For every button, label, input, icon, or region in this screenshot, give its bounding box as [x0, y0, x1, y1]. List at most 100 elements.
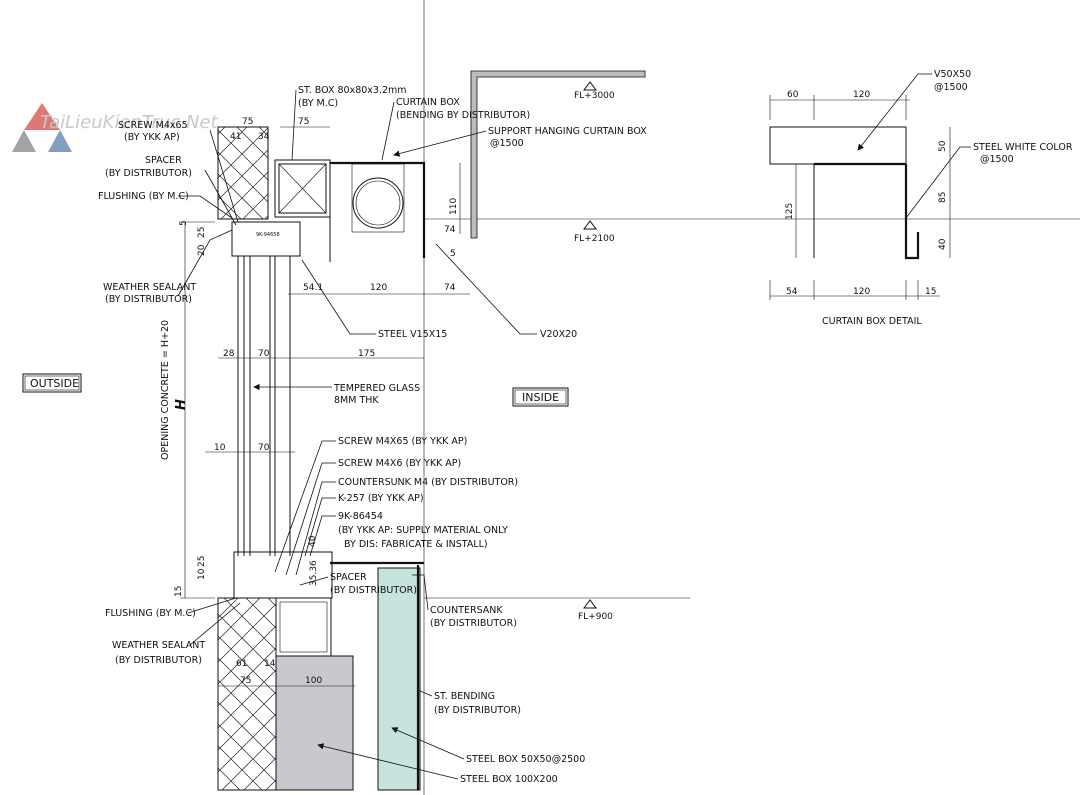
detail-dim-120-bot: 120 — [853, 287, 870, 297]
st-bending-by: (BY DISTRIBUTOR) — [434, 705, 521, 716]
flushing-bot-label: FLUSHING (BY M.C) — [105, 608, 196, 619]
dim-75a: 75 — [242, 117, 253, 127]
steel-box-50-label: STEEL BOX 50X50@2500 — [466, 754, 585, 765]
spacer-bot-label: SPACER — [330, 572, 367, 583]
steel-box-100-fill — [275, 655, 354, 791]
leader-countersank — [412, 574, 429, 611]
detail-title: CURTAIN BOX DETAIL — [822, 316, 922, 327]
window-frame — [237, 256, 291, 556]
dim-175: 175 — [358, 349, 375, 359]
opening-label: OPENING CONCRETE = H+20 — [160, 320, 171, 460]
dim-28: 28 — [223, 349, 235, 359]
ceiling-slab — [470, 70, 646, 239]
dim-35-36: 35.36 — [309, 560, 319, 586]
leader-screw-top — [209, 129, 239, 223]
lower-wall-hatch — [217, 597, 277, 791]
st-box-by: (BY M.C) — [298, 98, 338, 109]
dim-61: 61 — [236, 659, 247, 669]
st-bending-label: ST. BENDING — [434, 691, 495, 702]
level-fl-3000: FL+3000 — [574, 91, 615, 101]
leader-flushing-bot — [187, 597, 237, 614]
countersunk-label: COUNTERSUNK M4 (BY DISTRIBUTOR) — [338, 477, 518, 488]
leader-support — [393, 130, 487, 157]
level-fl-900: FL+900 — [578, 612, 613, 622]
detail-dim-60: 60 — [787, 90, 799, 100]
flushing-top-label: FLUSHING (BY M.C) — [98, 191, 189, 202]
detail-dim-85: 85 — [938, 192, 948, 203]
dim-25b: 25 — [197, 556, 207, 567]
support-label: SUPPORT HANGING CURTAIN BOX — [488, 126, 647, 137]
detail-dim-120-top: 120 — [853, 90, 870, 100]
leader-weather-bot — [189, 602, 241, 646]
opening-dimension: OPENING CONCRETE = H+20 H — [160, 221, 215, 599]
dim-34: 34 — [258, 132, 270, 142]
curtain-box-label: CURTAIN BOX — [396, 97, 460, 108]
leader-st-bending — [417, 689, 433, 697]
dim-74a: 74 — [444, 225, 456, 235]
leader-steel-box-50 — [391, 727, 465, 760]
dim-15: 15 — [174, 586, 184, 597]
dim-74b: 74 — [444, 283, 456, 293]
watermark-logo: TaiLieuKienTruc.Net — [12, 103, 218, 152]
dim-70b: 70 — [258, 443, 270, 453]
k9-label: 9K-86454 — [338, 511, 383, 522]
leader-st-box — [291, 89, 297, 161]
leader-v20 — [435, 243, 537, 335]
detail-v50-at: @1500 — [934, 82, 968, 93]
dim-75b: 75 — [298, 117, 309, 127]
weather-bot-label: WEATHER SEALANT — [112, 640, 205, 651]
level-marker-900: FL+900 — [578, 599, 613, 622]
support-at: @1500 — [490, 138, 524, 149]
dim-54-1: 54.1 — [303, 283, 323, 293]
st-box-label: ST. BOX 80x80x3.2mm — [298, 85, 407, 96]
dim-5: 5 — [450, 249, 456, 259]
leader-k257 — [304, 497, 336, 557]
detail-steel-white-at: @1500 — [980, 154, 1014, 165]
profile-tag: 9K-94658 — [256, 232, 280, 238]
spacer-top-label: SPACER — [145, 155, 182, 166]
leader-curtain-box — [381, 101, 395, 161]
detail-dim-40: 40 — [938, 238, 948, 250]
dim-10b: 10 — [197, 568, 207, 580]
screw-top-label: SCREW M4x65 — [118, 120, 188, 131]
spacer-top-by: (BY DISTRIBUTOR) — [105, 168, 192, 179]
leader-steel-box-100 — [317, 743, 459, 780]
tempered-thk: 8MM THK — [334, 395, 379, 406]
weather-top-by: (BY DISTRIBUTOR) — [105, 294, 192, 305]
curtain-box — [329, 161, 426, 262]
window-head: 9K-94658 — [231, 221, 301, 257]
k9-line-a: (BY YKK AP: SUPPLY MATERIAL ONLY — [338, 525, 508, 536]
curtain-box-by: (BENDING BY DISTRIBUTOR) — [396, 110, 530, 121]
leader-flushing-top — [178, 195, 233, 219]
leader-steel-v15 — [301, 259, 376, 335]
steel-v15-label: STEEL V15X15 — [378, 329, 447, 340]
outside-tag: OUTSIDE — [22, 373, 82, 393]
dim-20: 20 — [197, 244, 207, 256]
screw-top-by: (BY YKK AP) — [124, 132, 180, 143]
dim-41: 41 — [230, 132, 241, 142]
steel-box-100-label: STEEL BOX 100X200 — [460, 774, 558, 785]
leader-screw-m4x6 — [285, 462, 336, 576]
countersank-by: (BY DISTRIBUTOR) — [430, 618, 517, 629]
leader-spacer-top — [204, 169, 237, 226]
v20-label: V20X20 — [540, 329, 577, 340]
level-marker-3000: FL+3000 — [574, 81, 615, 101]
curtain-box-detail: 60 120 50 85 40 125 54 120 15 V50X50 @15… — [769, 69, 1073, 327]
h-mark: H — [174, 399, 189, 410]
detail-dim-54: 54 — [786, 287, 798, 297]
detail-dim-15: 15 — [925, 287, 936, 297]
detail-steel-white-label: STEEL WHITE COLOR — [973, 142, 1073, 153]
tempered-label: TEMPERED GLASS — [333, 383, 420, 394]
inside-text: INSIDE — [522, 391, 559, 404]
dim-25a: 25 — [197, 227, 207, 238]
leader-k9 — [309, 515, 336, 557]
watermark-text: TaiLieuKienTruc.Net — [40, 112, 218, 133]
dim-120: 120 — [370, 283, 387, 293]
countersank-label: COUNTERSANK — [430, 605, 503, 616]
leader-spacer-bot — [299, 576, 329, 586]
detail-dim-125: 125 — [785, 203, 795, 220]
weather-bot-by: (BY DISTRIBUTOR) — [115, 655, 202, 666]
inner-panel-fill — [377, 567, 421, 791]
upper-wall-hatch — [217, 126, 269, 220]
dim-70a: 70 — [258, 349, 270, 359]
